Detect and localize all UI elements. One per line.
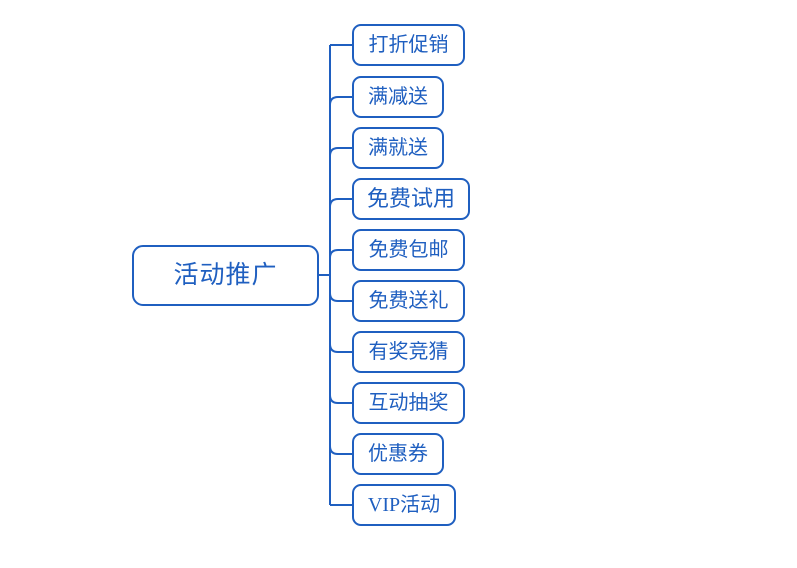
child-node[interactable]: 满减送: [352, 76, 444, 118]
child-node-label: 免费送礼: [368, 290, 449, 312]
branch-line-4: [329, 249, 352, 259]
label-sans-part: 活动: [400, 494, 441, 516]
child-node-label: 打折促销: [368, 34, 449, 56]
child-node-label: 有奖竞猜: [368, 341, 449, 363]
child-node[interactable]: 免费试用: [352, 178, 470, 220]
root-node-label: 活动推广: [173, 261, 278, 289]
child-node[interactable]: 满就送: [352, 127, 444, 169]
child-node[interactable]: 免费送礼: [352, 280, 465, 322]
branch-line-8: [329, 445, 352, 455]
branch-line-6: [329, 343, 352, 353]
branch-line-2: [329, 147, 352, 157]
child-node[interactable]: 优惠券: [352, 433, 444, 475]
root-node[interactable]: 活动推广: [132, 245, 319, 306]
child-node-label: 免费包邮: [368, 239, 449, 261]
branch-line-7: [329, 394, 352, 404]
label-serif-part: VIP: [367, 494, 401, 516]
branch-line-3: [329, 198, 352, 208]
child-node[interactable]: VIP活动: [352, 484, 456, 526]
child-node[interactable]: 打折促销: [352, 24, 465, 66]
child-node[interactable]: 有奖竞猜: [352, 331, 465, 373]
child-node-label: 满就送: [368, 137, 428, 159]
child-node-label: 满减送: [368, 86, 428, 108]
child-node-label: 免费试用: [366, 186, 455, 211]
child-node[interactable]: 互动抽奖: [352, 382, 465, 424]
child-node-label: 互动抽奖: [368, 392, 449, 414]
branch-line-1: [329, 96, 352, 106]
child-node-label: 优惠券: [368, 443, 428, 465]
child-node[interactable]: 免费包邮: [352, 229, 465, 271]
branch-line-5: [329, 292, 352, 302]
child-node-label: VIP活动: [368, 495, 440, 515]
